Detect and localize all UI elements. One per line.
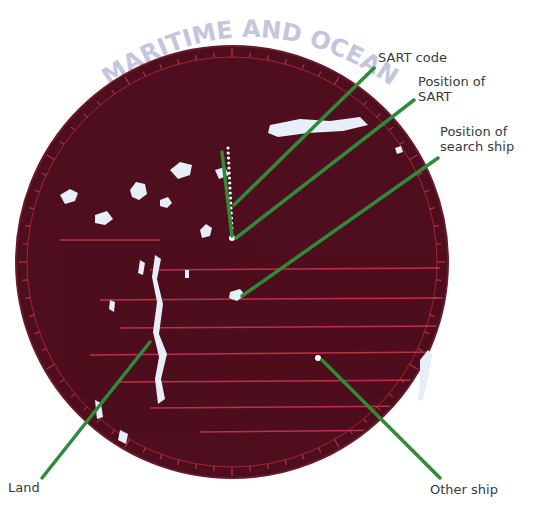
sart-dot — [229, 191, 232, 194]
sart-dot — [228, 186, 231, 189]
bearing-tick — [335, 440, 340, 448]
bearing-tick — [400, 142, 404, 145]
bearing-tick — [97, 419, 100, 423]
bearing-tick — [285, 59, 286, 64]
callout-label: Position of SART — [418, 74, 510, 104]
land-echoes — [60, 117, 432, 444]
bearing-tick — [418, 349, 423, 351]
bearing-tick — [213, 53, 214, 58]
callout-label: Land — [8, 480, 68, 495]
bearing-tick — [335, 77, 340, 85]
sart-dot — [228, 171, 231, 174]
bearing-tick — [112, 430, 115, 434]
bearing-tick — [249, 53, 250, 58]
bearing-tick — [410, 365, 418, 370]
bearing-tick — [25, 225, 30, 227]
bearing-tick — [35, 190, 40, 192]
callout-label: SART code — [378, 50, 498, 65]
bearing-tick — [249, 466, 250, 471]
interference-lines — [60, 240, 445, 432]
bearing-tick — [232, 48, 233, 57]
bearing-tick — [377, 114, 381, 118]
sart-dot — [226, 146, 229, 149]
bearing-tick — [410, 155, 418, 160]
bearing-tick — [302, 65, 304, 70]
bearing-tick — [42, 349, 47, 351]
bearing-tick — [389, 127, 393, 130]
bearing-tick — [267, 464, 269, 469]
bearing-tick — [364, 419, 367, 423]
leader-lines — [42, 68, 440, 478]
bearing-tick — [47, 155, 55, 160]
bearing-tick — [430, 315, 435, 316]
bearing-tick — [160, 455, 162, 460]
bearing-tick — [47, 365, 55, 370]
bearing-tick — [84, 114, 88, 118]
bearing-tick — [178, 460, 179, 465]
bearing-tick — [389, 394, 393, 397]
bearing-tick — [195, 464, 197, 469]
bearing-tick — [60, 380, 64, 383]
radar-screen — [16, 46, 448, 478]
bearing-tick — [25, 297, 30, 299]
bearing-tick — [436, 279, 441, 280]
bearing-ring — [27, 57, 437, 467]
bearing-tick — [213, 466, 214, 471]
sart-dot — [227, 161, 230, 164]
bearing-tick — [178, 59, 179, 64]
callout-label: Other ship — [430, 482, 530, 497]
sart-dot — [228, 181, 231, 184]
bearing-tick — [143, 448, 145, 453]
sart-dot — [227, 151, 230, 154]
bearing-tick — [434, 225, 439, 227]
bearing-tick — [319, 448, 321, 453]
bearing-tick — [436, 243, 441, 244]
bearing-tick — [377, 407, 381, 411]
bearing-tick — [267, 55, 269, 60]
sart-dot — [229, 196, 232, 199]
bearing-tick — [35, 332, 40, 334]
bearing-tick — [18, 262, 27, 263]
bearing-tick — [425, 332, 430, 334]
bearing-tick — [112, 90, 115, 94]
sart-dot — [227, 166, 230, 169]
bearing-tick — [71, 394, 75, 397]
bearing-tick — [23, 279, 28, 280]
bearing-tick — [84, 407, 88, 411]
bearing-tick — [97, 101, 100, 105]
other-ship-echo — [315, 355, 321, 361]
sart-dot — [227, 156, 230, 159]
bearing-tick — [302, 455, 304, 460]
bearing-tick — [29, 315, 34, 316]
bearing-tick — [125, 77, 130, 85]
bearing-tick — [437, 262, 446, 263]
bearing-tick — [319, 72, 321, 77]
bearing-tick — [425, 190, 430, 192]
bearing-tick — [143, 72, 145, 77]
bearing-tick — [29, 208, 34, 209]
sart-dot — [228, 176, 231, 179]
bearing-tick — [430, 208, 435, 209]
bearing-tick — [42, 173, 47, 175]
bearing-tick — [160, 65, 162, 70]
bearing-tick — [195, 55, 197, 60]
bearing-tick — [60, 142, 64, 145]
bearing-tick — [71, 127, 75, 130]
bearing-tick — [23, 243, 28, 244]
bearing-tick — [285, 460, 286, 465]
bearing-scale — [18, 48, 446, 476]
callout-label: Position of search ship — [440, 124, 535, 154]
bearing-tick — [232, 467, 233, 476]
bearing-tick — [364, 101, 367, 105]
